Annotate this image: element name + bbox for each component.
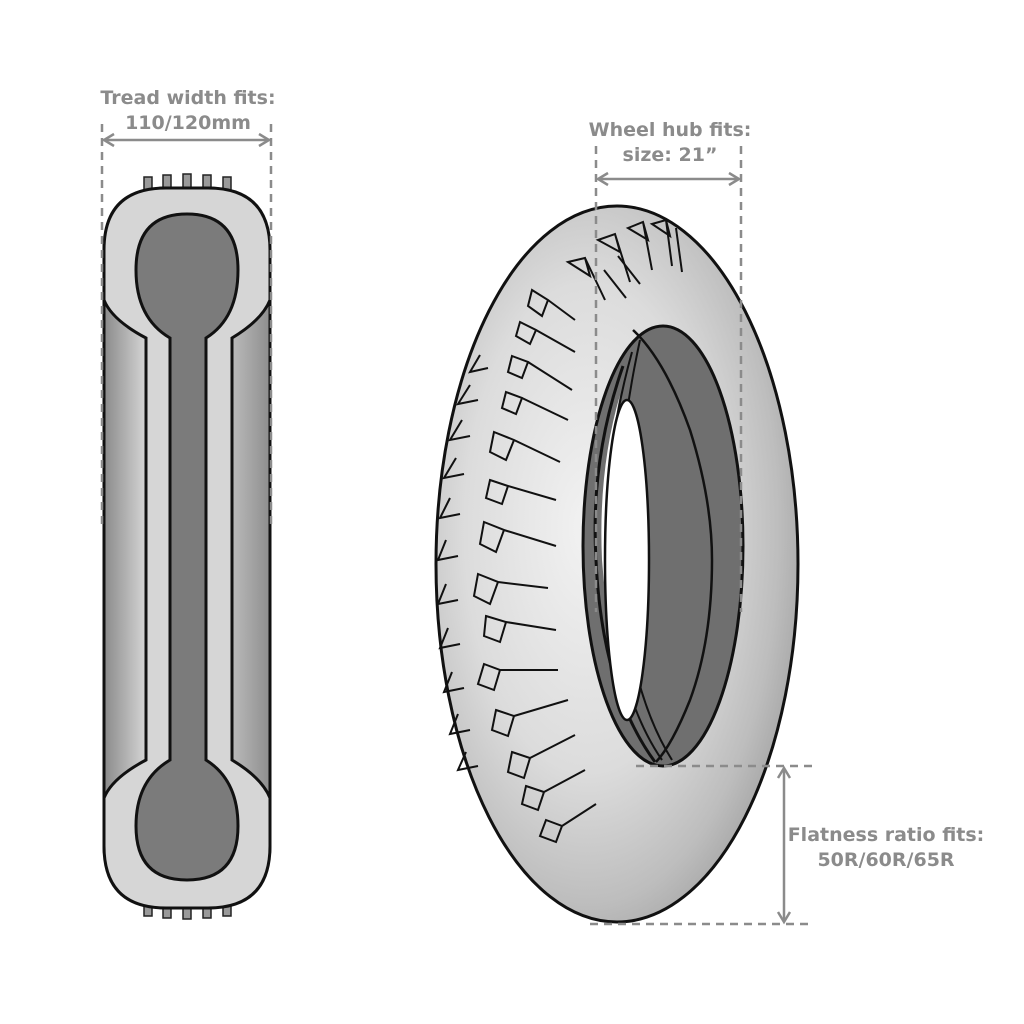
tread-lugs-top [143, 173, 232, 192]
tread-width-label: Tread width fits: 110/120mm [90, 86, 286, 136]
tread-width-label-line1: Tread width fits: [100, 87, 276, 109]
wheel-hub-label-line1: Wheel hub fits: [588, 119, 752, 141]
tread-width-dimension [100, 124, 273, 530]
tread-width-label-line2: 110/120mm [125, 112, 251, 134]
flatness-ratio-dimension [590, 764, 812, 926]
wheel-hub-label-line2: size: 21” [622, 144, 718, 166]
tire-cross-section-icon [102, 173, 272, 920]
wheel-hub-dimension [594, 146, 743, 612]
tread-pattern [436, 218, 683, 844]
flatness-ratio-label: Flatness ratio fits: 50R/60R/65R [786, 823, 986, 873]
flatness-ratio-label-line2: 50R/60R/65R [817, 849, 955, 871]
wheel-hub-label: Wheel hub fits: size: 21” [578, 118, 762, 168]
flatness-ratio-label-line1: Flatness ratio fits: [787, 824, 985, 846]
tire-three-quarter-view-icon [434, 204, 800, 924]
